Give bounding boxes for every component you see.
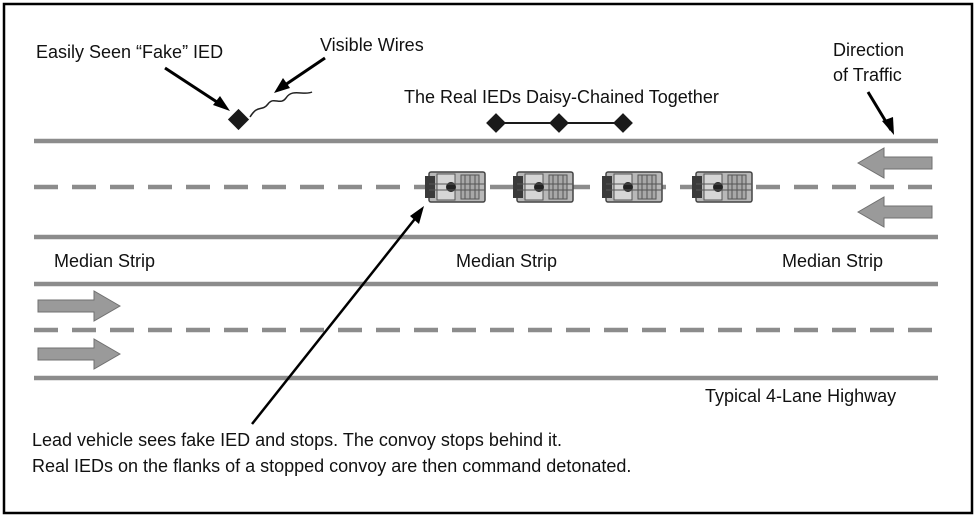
- fake-ied-diamond-icon: [227, 108, 250, 131]
- traffic-arrow-icon: [37, 290, 122, 322]
- arrowhead-icon: [213, 96, 230, 111]
- highway-label: Typical 4-Lane Highway: [705, 386, 896, 406]
- arrowhead-icon: [882, 117, 894, 135]
- real-ieds: [486, 113, 633, 133]
- real-ieds-label: The Real IEDs Daisy-Chained Together: [404, 87, 719, 107]
- visible-wires: [249, 91, 313, 118]
- road-lines: [34, 138, 938, 381]
- traffic-arrow-icon: [856, 196, 933, 228]
- direction-label-line1: Direction: [833, 40, 904, 60]
- fake-ied-label: Easily Seen “Fake” IED: [36, 42, 223, 62]
- arrowhead-icon: [410, 206, 424, 224]
- vehicle-icon: [601, 171, 663, 203]
- median-label-right: Median Strip: [782, 251, 883, 271]
- caption-line2: Real IEDs on the flanks of a stopped con…: [32, 456, 631, 476]
- arrowhead-icon: [274, 78, 290, 93]
- lead-vehicle-pointer: [251, 214, 419, 425]
- visible-wires-label: Visible Wires: [320, 35, 424, 55]
- real-ied-diamond-icon: [549, 113, 569, 133]
- vehicle-icon: [691, 171, 753, 203]
- vehicle-icon: [512, 171, 574, 203]
- traffic-arrow-icon: [856, 147, 933, 179]
- direction-label-line2: of Traffic: [833, 65, 902, 85]
- median-label-center: Median Strip: [456, 251, 557, 271]
- real-ied-diamond-icon: [613, 113, 633, 133]
- traffic-arrow-icon: [37, 338, 122, 370]
- real-ied-diamond-icon: [486, 113, 506, 133]
- wires-pointer: [284, 56, 326, 87]
- lead-vehicle-icon: [424, 171, 486, 203]
- median-label-left: Median Strip: [54, 251, 155, 271]
- caption-line1: Lead vehicle sees fake IED and stops. Th…: [32, 430, 562, 450]
- fake-ied-pointer: [164, 66, 221, 106]
